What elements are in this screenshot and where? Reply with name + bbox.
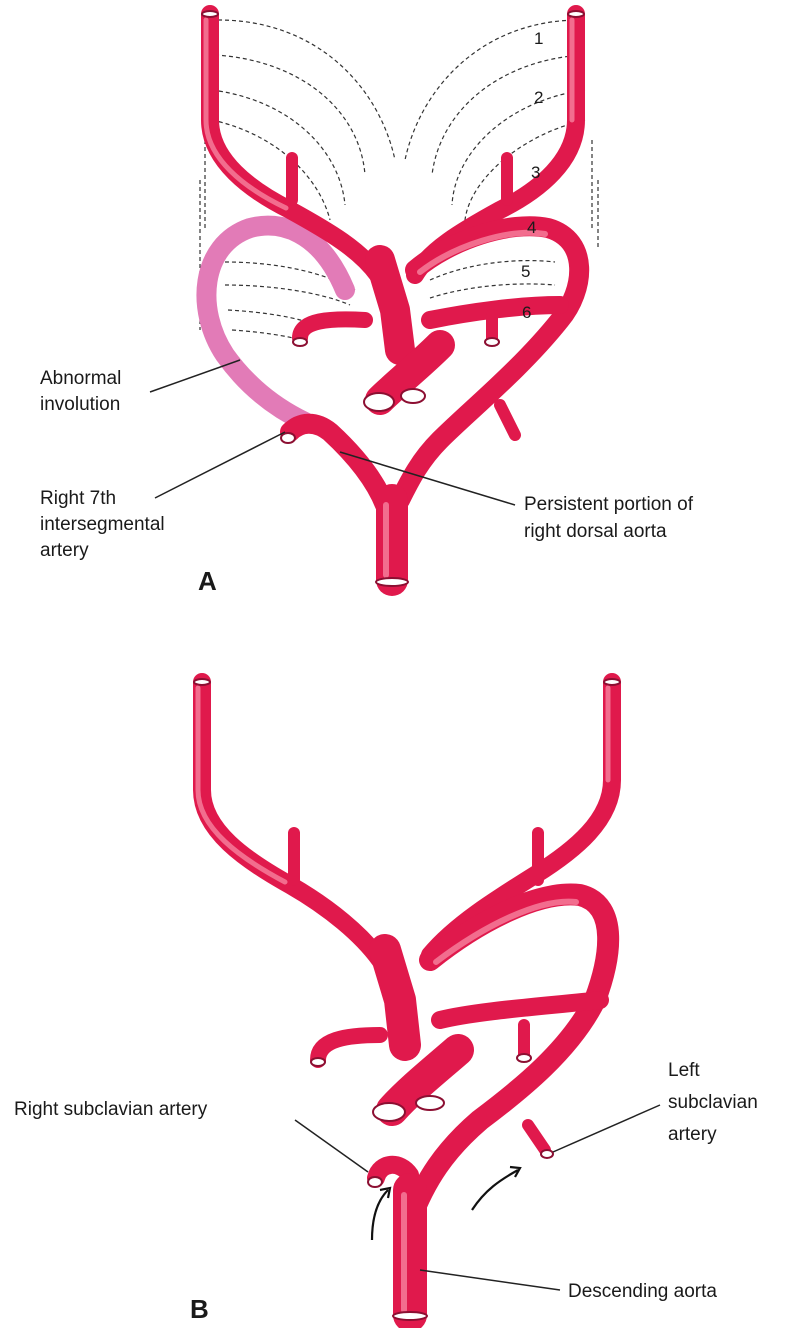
arch-number-3: 3: [531, 163, 540, 182]
panel-a-letter: A: [198, 566, 217, 596]
label-right-subclavian: Right subclavian artery: [14, 1099, 208, 1120]
label-right-7th-line1: Right 7th: [40, 488, 116, 509]
arch-number-1: 1: [534, 29, 543, 48]
label-persistent-dorsal-aorta-line1: Persistent portion of: [524, 494, 694, 515]
label-persistent-dorsal-aorta-line2: right dorsal aorta: [524, 521, 667, 542]
panel-a: 1 2 3 4 5 6 Abnormal involution Right 7t…: [40, 11, 694, 596]
flow-arrow-left: [472, 1170, 518, 1210]
arch-number-6: 6: [522, 303, 531, 322]
label-right-7th-line3: artery: [40, 540, 89, 561]
label-left-subclavian-line3: artery: [668, 1124, 717, 1145]
panel-a-arch-numbers: 1 2 3 4 5 6: [521, 29, 543, 322]
arch-number-2: 2: [534, 88, 543, 107]
label-right-7th-line2: intersegmental: [40, 514, 165, 535]
flow-arrow-right: [372, 1190, 388, 1240]
panel-b-vessels: [198, 682, 612, 1315]
label-left-subclavian-line2: subclavian: [668, 1092, 758, 1113]
label-descending-aorta: Descending aorta: [568, 1281, 717, 1302]
label-left-subclavian-line1: Left: [668, 1060, 700, 1081]
panel-b-letter: B: [190, 1294, 209, 1324]
arch-number-4: 4: [527, 218, 536, 237]
label-abnormal-involution-line1: Abnormal: [40, 368, 121, 389]
arch-number-5: 5: [521, 262, 530, 281]
panel-b: Right subclavian artery Left subclavian …: [14, 679, 758, 1324]
label-abnormal-involution-line2: involution: [40, 394, 120, 415]
